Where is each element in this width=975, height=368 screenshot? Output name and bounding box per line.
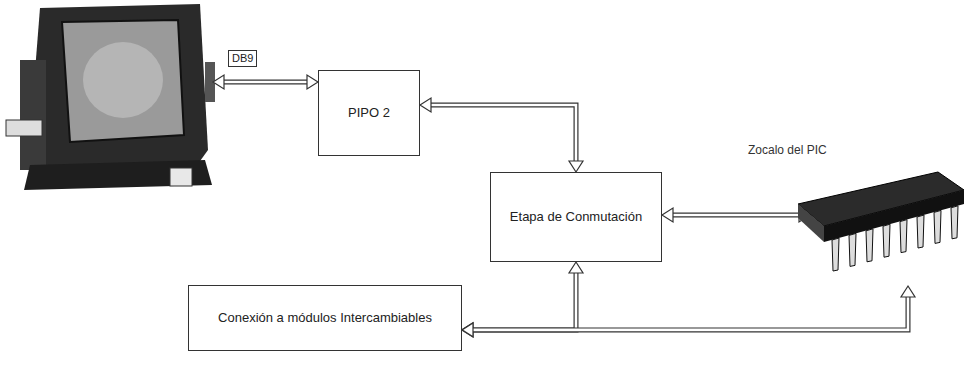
monitor-base bbox=[24, 160, 212, 190]
connector-label: DB9 bbox=[228, 50, 257, 67]
chip-drawing bbox=[788, 164, 968, 294]
screen-glow bbox=[83, 42, 163, 118]
process-box: Conexión a módulos Intercambiables bbox=[188, 285, 462, 351]
double-arrow-connector bbox=[462, 286, 915, 337]
part-label: Zocalo del PIC bbox=[748, 142, 970, 158]
disk-slot bbox=[6, 120, 42, 136]
double-arrow-connector bbox=[462, 262, 583, 337]
serial-cable bbox=[213, 75, 318, 89]
process-box: Etapa de Conmutación bbox=[490, 172, 662, 262]
box-label: Conexión a módulos Intercambiables bbox=[210, 309, 440, 327]
double-arrow-connector bbox=[662, 208, 810, 222]
monitor-side bbox=[20, 60, 46, 170]
process-box: PIPO 2 bbox=[318, 70, 420, 156]
monitor-body bbox=[28, 4, 208, 182]
double-arrow-connector bbox=[420, 98, 583, 172]
box-label: PIPO 2 bbox=[340, 104, 398, 122]
chip-socket: Zocalo del PIC bbox=[748, 142, 970, 302]
base-foot bbox=[170, 168, 192, 186]
box-label: Etapa de Conmutación bbox=[502, 208, 650, 226]
monitor-screen bbox=[62, 20, 184, 142]
